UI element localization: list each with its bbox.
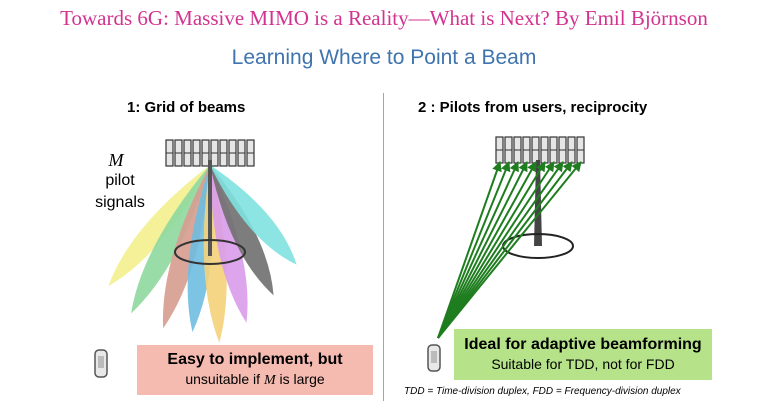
grid-beams-note-line2: unsuitable if M is large (137, 371, 373, 389)
pilot-arrow (437, 161, 573, 339)
pilot-arrow (437, 161, 528, 339)
antenna-array-right (495, 136, 585, 164)
note-prefix: unsuitable if (185, 371, 264, 387)
pilot-arrow (437, 161, 502, 339)
pilot-label-line2: signals (95, 194, 145, 211)
reciprocity-note: Ideal for adaptive beamforming Suitable … (454, 329, 712, 380)
grid-beams-note: Easy to implement, but unsuitable if M i… (137, 345, 373, 395)
reciprocity-note-line2: Suitable for TDD, not for FDD (491, 356, 675, 372)
beam-lobe (210, 165, 248, 323)
left-panel-title: 1: Grid of beams (127, 99, 246, 116)
beam-fan (108, 165, 297, 343)
slide-title: Learning Where to Point a Beam (231, 46, 537, 69)
beam-lobe (131, 165, 210, 314)
tower-mast-left (208, 160, 212, 256)
antenna-array-left (165, 139, 255, 167)
tower-ring-left (174, 239, 246, 265)
pilot-label-line1: pilot (105, 172, 135, 189)
pilot-arrows (437, 161, 582, 339)
pilot-arrow (437, 161, 519, 339)
pilot-arrow (437, 161, 555, 339)
pilot-arrow (437, 161, 537, 339)
panel-divider (383, 93, 384, 401)
beam-lobe (162, 165, 210, 329)
pilot-arrow (437, 161, 582, 339)
duplex-footnote: TDD = Time-division duplex, FDD = Freque… (404, 386, 681, 397)
pilot-arrow (437, 161, 511, 339)
phone-icon-right (427, 344, 441, 372)
beam-lobe (108, 165, 210, 287)
reciprocity-note-line1: Ideal for adaptive beamforming (464, 336, 702, 353)
slide-header: Towards 6G: Massive MIMO is a Reality—Wh… (60, 6, 708, 30)
pilot-arrow (437, 161, 564, 339)
grid-beams-note-line1: Easy to implement, but (167, 351, 343, 368)
note-suffix: is large (275, 371, 325, 387)
pilot-count-variable: M (108, 150, 124, 170)
right-panel-title: 2 : Pilots from users, reciprocity (418, 99, 648, 116)
beam-lobe (210, 165, 274, 296)
phone-icon (94, 349, 108, 378)
pilot-arrow (437, 161, 546, 339)
beam-lobe (210, 165, 297, 265)
note-variable: M (263, 373, 276, 388)
